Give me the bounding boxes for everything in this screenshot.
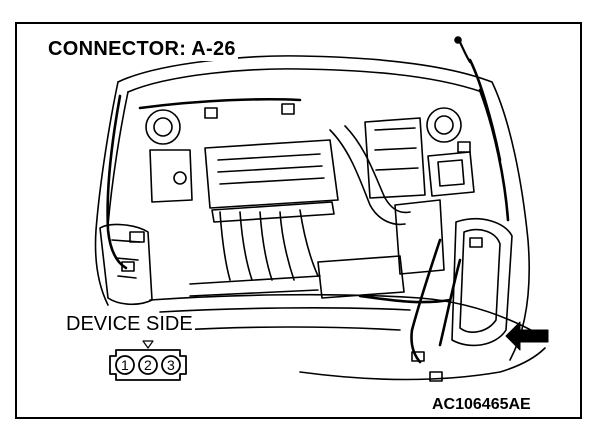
air-cleaner-lower [394,199,445,275]
pin-1-label: 1 [121,357,129,373]
right-headlamp-inner [459,228,501,333]
harness-connectors [121,103,483,382]
reservoir-tank [149,149,193,203]
device-side-label: DEVICE SIDE [64,313,195,336]
connector-title: CONNECTOR: A-26 [46,38,238,61]
radiator [317,255,405,299]
arrow-left-icon [505,321,549,351]
connector-face [109,340,187,381]
right-strut-cap [426,107,462,143]
pin-2 [138,355,158,375]
pin-3-label: 3 [167,357,175,373]
left-fender [94,81,119,306]
left-fender-inner [107,91,129,226]
key-marker-icon [142,340,154,349]
engine-cover [204,139,339,209]
left-strut-cap [145,109,181,145]
pin-2-label: 2 [144,357,152,373]
body-outline-inner [127,68,483,93]
figure-code: AC106465AE [432,396,531,413]
left-headlamp [99,223,153,306]
wiring-harness [106,58,510,364]
pin-3 [161,355,181,375]
bumper-line-1 [149,293,541,336]
bumper-line-4 [299,347,546,381]
bumper-line-2 [159,307,411,313]
right-headlamp [451,218,513,347]
battery [427,151,475,197]
air-cleaner [364,117,426,199]
pin-1 [115,355,135,375]
intake-hose [329,129,406,226]
bumper-line-3 [179,326,401,331]
intake-runners [219,209,319,281]
